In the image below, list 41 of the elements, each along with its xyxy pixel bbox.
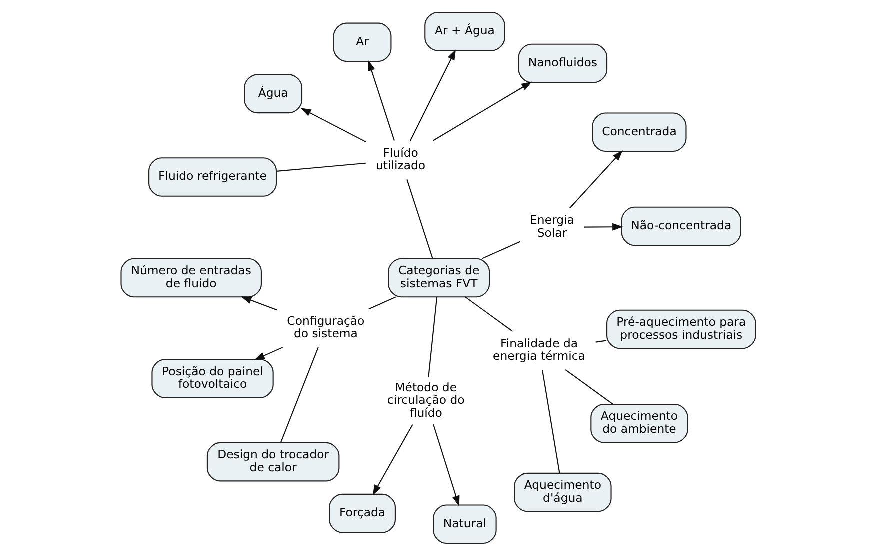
connector: [542, 370, 560, 474]
node-box: Posição do painel fotovoltaico: [152, 359, 274, 398]
connector: [465, 296, 514, 332]
node-box: Nanofluidos: [518, 44, 608, 84]
connector: [406, 180, 434, 259]
node-box: Pré-aquecimento para processos industriais: [606, 310, 756, 350]
arrow: [372, 424, 414, 496]
node-text: Método de circulação do fluído: [387, 380, 465, 420]
arrow: [570, 150, 623, 209]
node-box: Número de entradas de fluido: [120, 258, 262, 298]
node-box: Concentrada: [592, 112, 687, 152]
node-box: Design do trocador de calor: [206, 442, 340, 482]
connector: [428, 297, 438, 378]
node-box: Ar: [333, 22, 392, 62]
node-text: Finalidade da energia térmica: [493, 336, 586, 364]
arrow: [410, 50, 456, 142]
node-box: Fluido refrigerante: [148, 158, 278, 197]
node-text: Energia Solar: [530, 213, 574, 240]
arrow: [300, 108, 366, 143]
node-box: Ar + Água: [424, 12, 506, 52]
node-box: Categorias de sistemas FVT: [388, 258, 490, 298]
connector: [280, 347, 319, 444]
connector: [482, 241, 520, 260]
node-box: Forçada: [329, 494, 396, 534]
arrow: [433, 424, 460, 507]
node-box: Aquecimento d'água: [514, 472, 612, 512]
arrow: [254, 347, 284, 360]
node-box: Aquecimento do ambiente: [590, 404, 688, 444]
connector: [565, 370, 614, 405]
arrow: [432, 82, 532, 142]
node-box: Natural: [433, 504, 497, 544]
arrow: [368, 60, 395, 141]
node-box: Não-concentrada: [621, 206, 742, 246]
connector: [368, 296, 396, 310]
connector: [596, 340, 607, 343]
node-text: Fluído utilizado: [376, 146, 426, 173]
node-box: Água: [244, 74, 303, 114]
arrow: [584, 223, 624, 231]
arrow: [241, 296, 278, 311]
node-text: Configuração do sistema: [287, 314, 365, 341]
connector: [276, 162, 366, 172]
